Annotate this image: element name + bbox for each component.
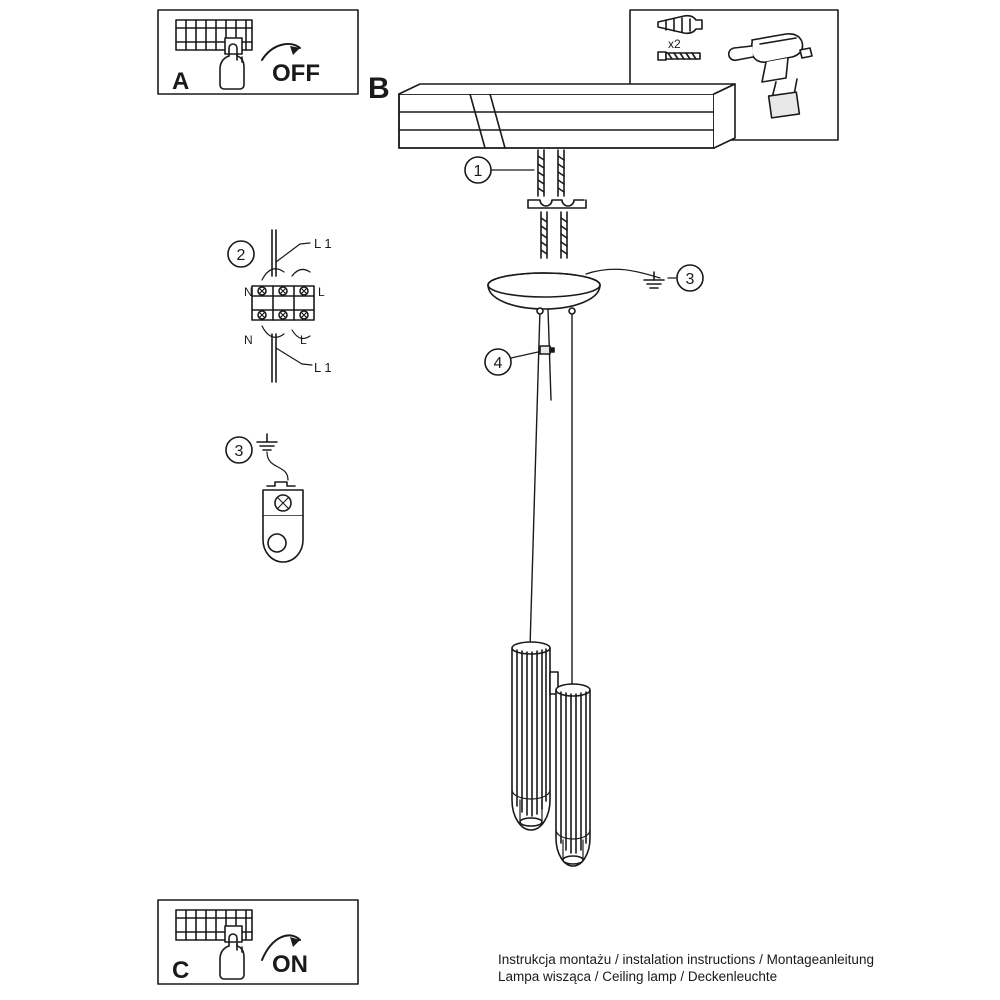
ceiling-slab (398, 93, 715, 149)
circuit-breaker-off-icon (175, 19, 253, 55)
ceiling-slab-top (398, 83, 736, 95)
panel-a-action-label: OFF (272, 60, 320, 87)
terminal-label-N-top: N (244, 285, 253, 299)
canopy-fixings (536, 307, 576, 315)
wire-label-L1-top: L 1 (314, 236, 332, 251)
callout-circle-3 (676, 264, 704, 292)
power-drill-icon (727, 33, 813, 119)
terminal-label-L-bottom: L (300, 333, 307, 347)
earth-symbol-step3 (256, 433, 278, 451)
lamp-shade-right (555, 683, 591, 867)
callout-3b-number: 3 (235, 443, 244, 460)
canopy (487, 272, 601, 310)
footer-line-2: Lampa wisząca / Ceiling lamp / Deckenleu… (498, 969, 778, 984)
panel-b-letter: B (368, 72, 390, 105)
wire-label-L1-bottom: L 1 (314, 360, 332, 375)
lamp-shade-left (511, 641, 551, 831)
hand-pointing-icon (219, 43, 245, 90)
callout-1-number: 1 (474, 163, 483, 180)
earth-ground-clamp-icon (262, 481, 304, 563)
ceiling-screws (537, 149, 565, 197)
footer-line-1: Instrukcja montażu / instalation instruc… (498, 952, 874, 967)
callout-circle-2 (227, 240, 255, 268)
tools-quantity-label: x2 (668, 37, 681, 51)
terminal-label-L-top: L (318, 285, 325, 299)
earth-symbol (643, 271, 665, 289)
terminal-label-N-bottom: N (244, 333, 253, 347)
hand-pointing-icon-c (219, 933, 245, 980)
screw-icon (657, 51, 701, 61)
ceiling-slab-side (713, 83, 736, 149)
terminal-block-icon (251, 229, 315, 383)
grub-screw-icon (539, 345, 555, 355)
footer-block: Instrukcja montażu / instalation instruc… (498, 951, 874, 985)
panel-c-action-label: ON (272, 951, 308, 978)
mounting-bracket (527, 199, 587, 259)
wall-plug-icon (657, 14, 703, 35)
callout-circle-3b (225, 436, 253, 464)
cord-left (529, 308, 541, 649)
callout-4-number: 4 (494, 355, 503, 372)
callout-2-number: 2 (237, 247, 246, 264)
circuit-breaker-on-icon (175, 909, 253, 943)
callout-circle-4 (484, 348, 512, 376)
panel-c-letter: C (172, 957, 189, 984)
callout-3-number: 3 (686, 271, 695, 288)
panel-a-letter: A (172, 68, 189, 95)
